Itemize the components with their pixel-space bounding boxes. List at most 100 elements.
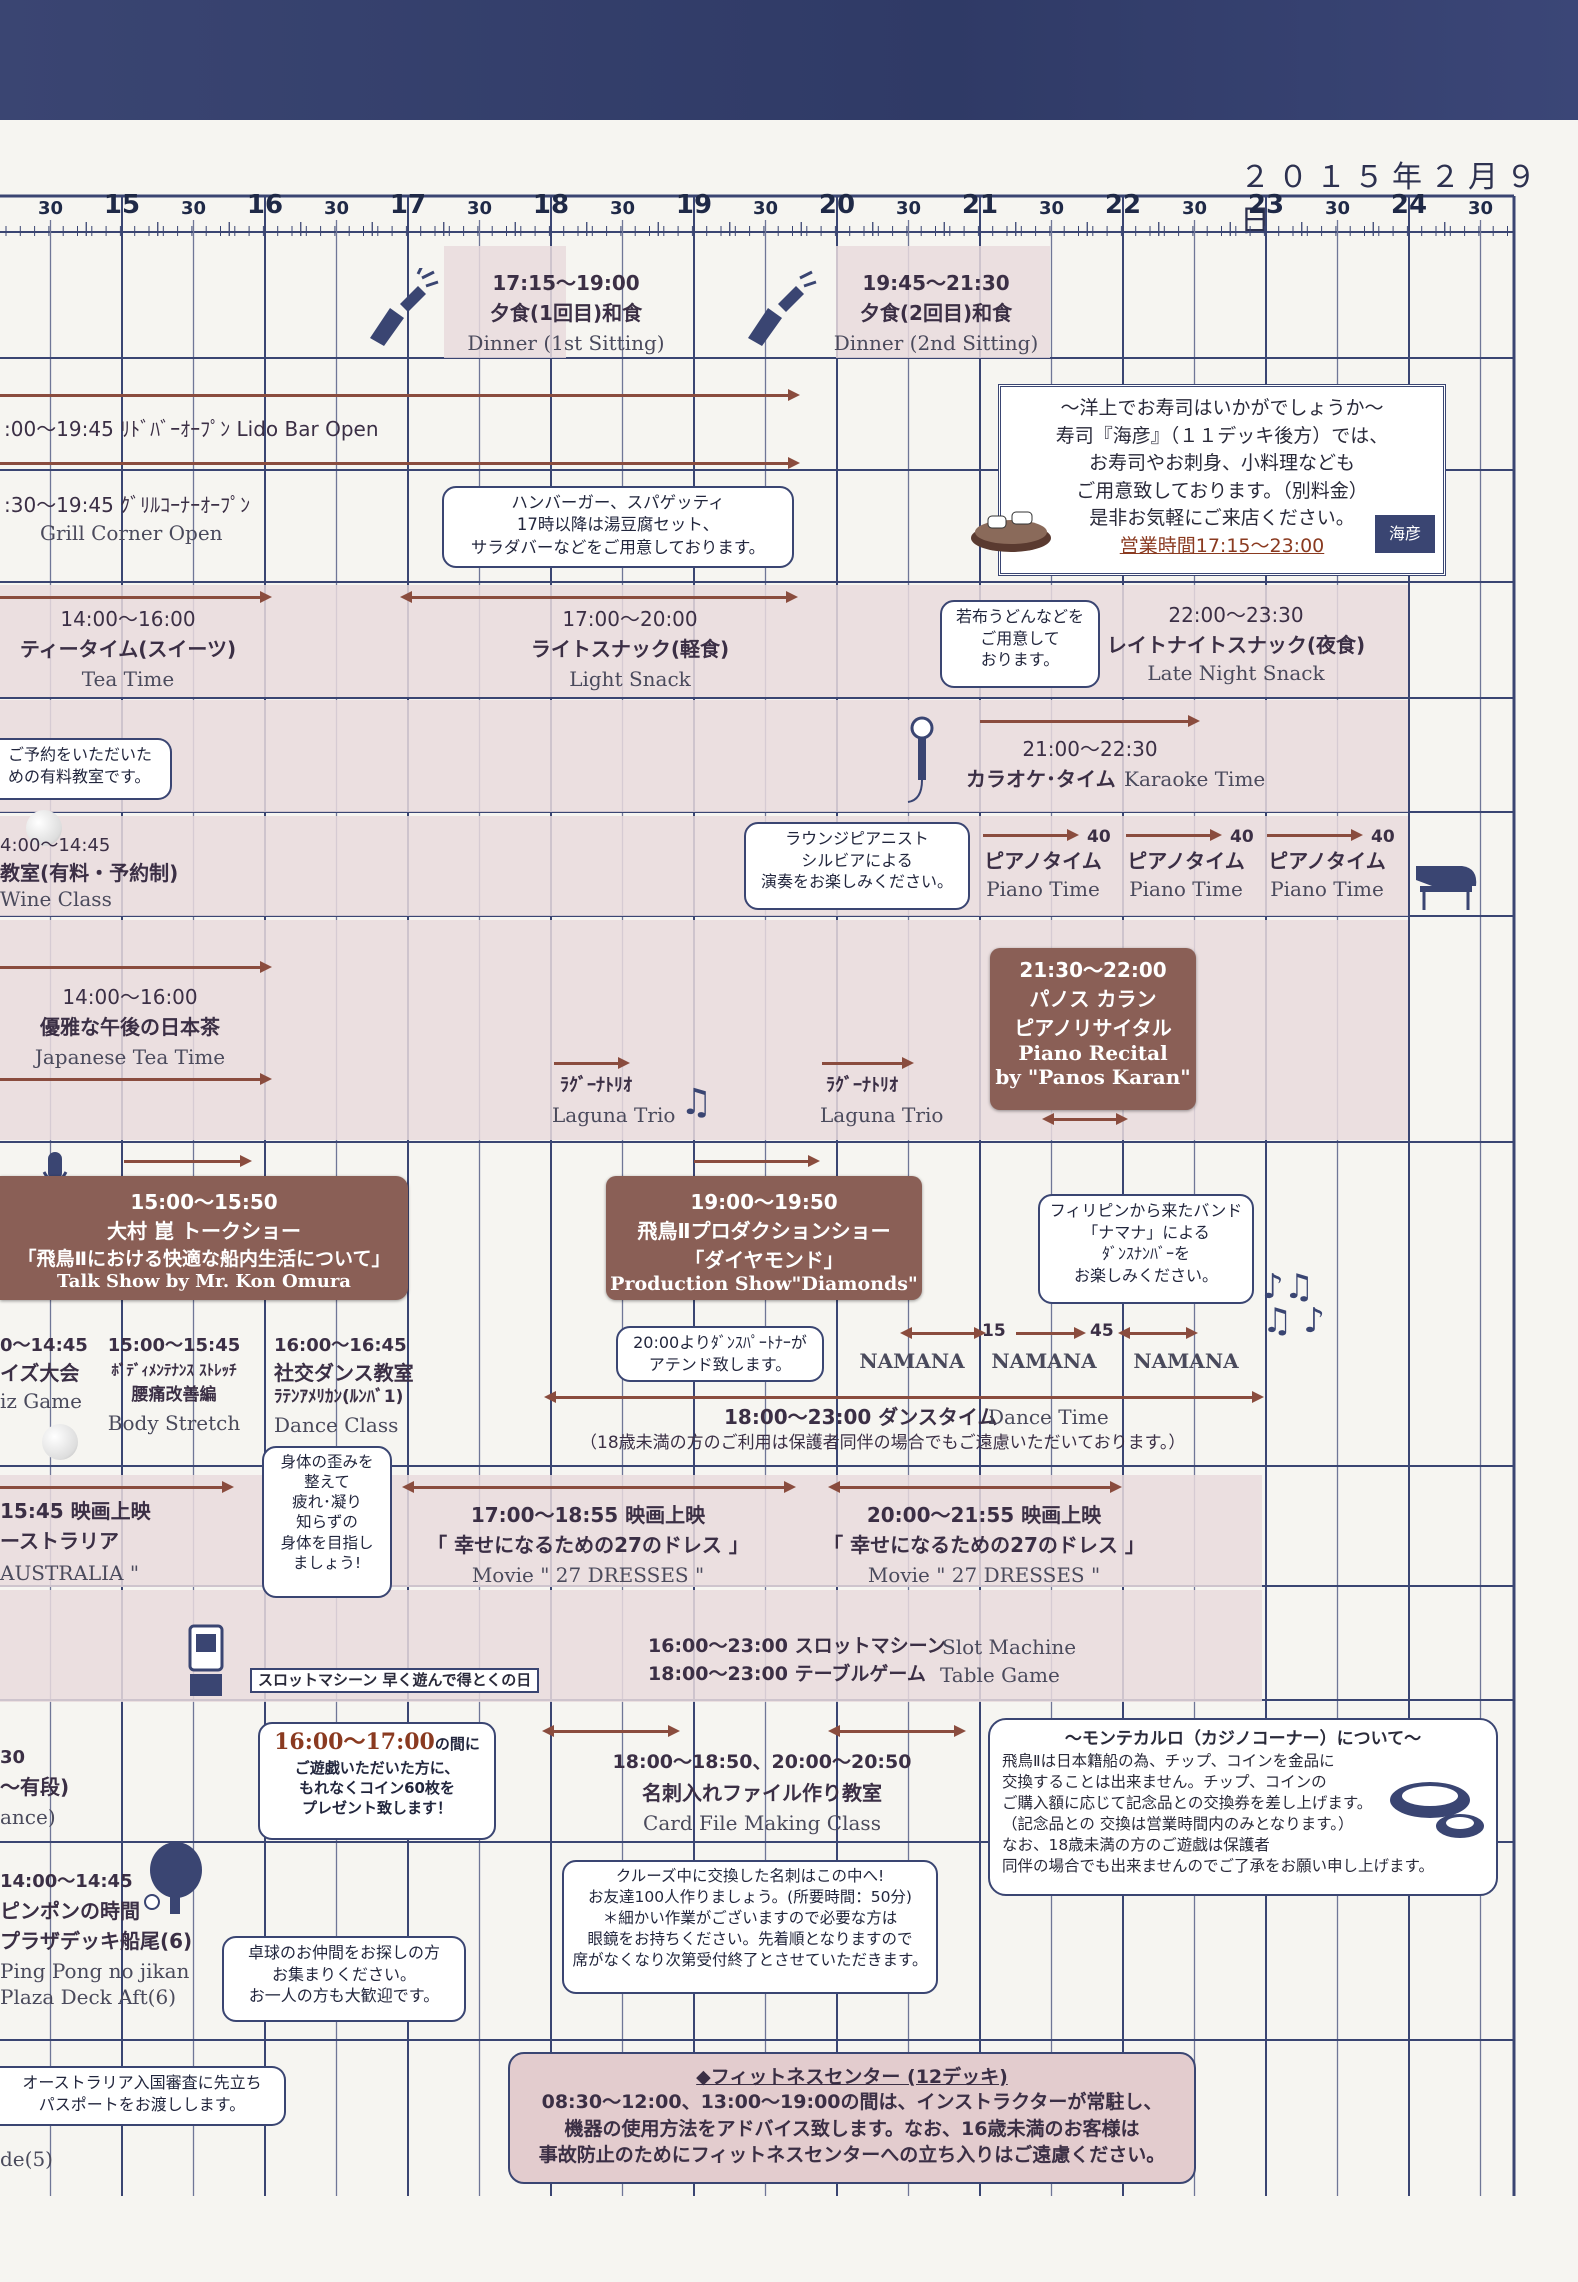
tea-en: Tea Time xyxy=(81,667,175,691)
udon-line3: おります。 xyxy=(980,650,1060,670)
piano-arrow-3 xyxy=(1267,829,1363,841)
partner-bubble: 20:00よりﾀﾞﾝｽﾊﾟｰﾄﾅｰが アテンド致します。 xyxy=(616,1326,824,1382)
grand-piano-icon xyxy=(1412,856,1482,916)
burger-bubble-line2: 17時以降は湯豆腐セット、 xyxy=(516,515,720,535)
jtea-en: Japanese Tea Time xyxy=(34,1045,226,1069)
piano-mark-3: 40 xyxy=(1371,827,1395,847)
piano-mark-1: 40 xyxy=(1087,827,1111,847)
talk-line2: 「飛鳥Ⅱにおける快適な船内生活について」 xyxy=(17,1248,391,1270)
piano-title-3: ピアノタイム xyxy=(1268,849,1386,873)
talk-arrow xyxy=(124,1155,252,1167)
casino-title: ～モンテカルロ（カジノコーナー）について～ xyxy=(1064,1729,1422,1749)
movie2-time: 17:00～18:55 映画上映 xyxy=(470,1503,706,1527)
half-hour-label: 30 xyxy=(180,198,207,219)
jtea-time: 14:00～16:00 xyxy=(62,985,198,1009)
namana-line4: お楽しみください。 xyxy=(1073,1265,1218,1285)
namana-mark-45: 45 xyxy=(1090,1321,1114,1341)
dancetime-label: 18:00～23:00 ダンスタイム xyxy=(724,1405,998,1429)
piano-en-1: Piano Time xyxy=(986,877,1100,901)
laguna2-en: Laguna Trio xyxy=(820,1103,944,1127)
dance-time: 16:00～16:45 xyxy=(274,1335,407,1356)
body-line6: ましょう! xyxy=(292,1553,362,1572)
sushi-line2: 寿司『海彦』（１１デッキ後方）では、 xyxy=(1055,424,1389,447)
half-hour-label: 30 xyxy=(752,198,779,219)
champagne-icon-2 xyxy=(738,268,818,352)
talk-line1: 大村 崑 トークショー xyxy=(107,1219,301,1243)
passport-bubble: オーストラリア入国審査に先立ち パスポートをお渡しします。 xyxy=(0,2066,286,2126)
fitness-box: ◆フィットネスセンター (12デッキ) 08:30～12:00、13:00～19… xyxy=(508,2052,1196,2184)
tea-time: 14:00～16:00 xyxy=(60,607,196,631)
casino-line4: （記念品との 交換は営業時間内のみとなります。） xyxy=(1002,1814,1354,1833)
grill-label: :30～19:45 ｸﾞﾘﾙｺｰﾅｰｵｰﾌﾟﾝ xyxy=(4,493,251,517)
half-hour-label: 30 xyxy=(37,198,64,219)
card-line1: クルーズ中に交換した名刺はこの中へ! xyxy=(615,1867,885,1885)
slot-line1: 16:00～23:00 スロットマシーン xyxy=(648,1635,946,1657)
schedule-date: ２０１５年２月９日 xyxy=(1240,160,1544,239)
movie2-en: Movie " 27 DRESSES " xyxy=(471,1563,705,1587)
movie-row-shade xyxy=(0,1475,1262,1587)
fitness-line1: 08:30～12:00、13:00～19:00の間は、インストラクターが常駐し、 xyxy=(541,2091,1163,2113)
half-hour-label: 30 xyxy=(466,198,493,219)
sushi-line5: 是非お気軽にご来店ください。 xyxy=(1089,507,1355,530)
slot-machine-icon xyxy=(188,1624,224,1704)
card2-arrow xyxy=(828,1725,966,1737)
grill-en: Grill Corner Open xyxy=(40,521,223,545)
recital-line2: ピアノリサイタル xyxy=(1014,1016,1172,1040)
grill-arrow xyxy=(0,457,800,469)
left-class-line2: ～有段) xyxy=(0,1775,70,1799)
partner-line2: アテンド致します。 xyxy=(648,1354,792,1374)
quiz-en: iz Game xyxy=(0,1389,82,1413)
recital-line1: パノス カラン xyxy=(1029,987,1157,1011)
hour-label-19: 19 xyxy=(675,190,713,220)
jtea-arrow-bottom xyxy=(0,1073,272,1085)
talk-box: 15:00～15:50 大村 崑 トークショー 「飛鳥Ⅱにおける快適な船内生活に… xyxy=(0,1176,408,1300)
piano-title-2: ピアノタイム xyxy=(1127,849,1245,873)
casino-line3: ご購入額に応じて記念品との交換券を差し上げます。 xyxy=(1002,1793,1373,1812)
stretch-en: Body Stretch xyxy=(107,1411,241,1435)
dinner1-shade xyxy=(444,246,566,358)
karaoke-title: カラオケ･タイム xyxy=(966,767,1116,791)
hour-label-16: 16 xyxy=(246,190,284,220)
pong-line1: 卓球のお仲間をお探しの方 xyxy=(247,1943,440,1962)
burger-bubble-line3: サラダバーなどをご用意しております。 xyxy=(470,537,766,557)
piano-en-2: Piano Time xyxy=(1129,877,1243,901)
body-line2: 整えて xyxy=(304,1473,350,1492)
casino-line5: なお、18歳未満の方のご遊戯は保護者 xyxy=(1002,1835,1270,1854)
half-hour-label: 30 xyxy=(1038,198,1065,219)
card-title: 名刺入れファイル作り教室 xyxy=(642,1781,882,1805)
pingpong-line4: Plaza Deck Aft(6) xyxy=(0,1985,177,2009)
partner-line1: 20:00よりﾀﾞﾝｽﾊﾟｰﾄﾅｰが xyxy=(633,1333,807,1352)
namana-bubble: フィリピンから来たバンド 「ナマナ」による ﾀﾞﾝｽﾅﾝﾊﾞｰを お楽しみくださ… xyxy=(1038,1194,1254,1304)
passport-line1: オーストラリア入国審査に先立ち xyxy=(22,2073,262,2092)
card1-arrow xyxy=(542,1725,680,1737)
slot-day-line3: もれなくコイン60枚を xyxy=(299,1778,455,1797)
movie3-arrow xyxy=(828,1481,1122,1493)
slot-day-time: 16:00～17:00 xyxy=(274,1729,435,1755)
wine-en: Wine Class xyxy=(0,887,112,911)
body-line3: 疲れ･凝り xyxy=(292,1493,362,1512)
movie1-time: 15:45 映画上映 xyxy=(0,1499,151,1523)
production-box: 19:00～19:50 飛鳥Ⅱプロダクションショー 「ダイヤモンド」 Produ… xyxy=(606,1176,922,1300)
dinner2-time: 19:45～21:30 xyxy=(862,271,1010,295)
hour-label-15: 15 xyxy=(103,190,141,220)
pingpong-line1: ピンポンの時間 xyxy=(0,1899,140,1923)
dinner2-en: Dinner (2nd Sitting) xyxy=(833,331,1039,355)
movie1-title: ーストラリア xyxy=(0,1529,119,1553)
namana1-arrow xyxy=(900,1327,986,1339)
talk-line3: Talk Show by Mr. Kon Omura xyxy=(57,1271,351,1292)
recital-line4: by "Panos Karan" xyxy=(995,1065,1191,1089)
casino-chips-icon xyxy=(1390,1782,1484,1838)
movie1-en: AUSTRALIA " xyxy=(0,1561,140,1585)
quiz-time: 0～14:45 xyxy=(0,1335,88,1356)
body-line5: 身体を目指し xyxy=(280,1533,374,1552)
karaoke-en: Karaoke Time xyxy=(1124,767,1266,791)
hour-label-21: 21 xyxy=(961,190,999,220)
white-ball-marker-2 xyxy=(42,1424,78,1460)
namana-line3: ﾀﾞﾝｽﾅﾝﾊﾞｰを xyxy=(1101,1244,1190,1264)
udon-bubble: 若布うどんなどを ご用意して おります。 xyxy=(940,600,1100,688)
fitness-line3: 事故防止のためにフィットネスセンターへの立ち入りはご遠慮ください。 xyxy=(538,2144,1166,2167)
talk-time: 15:00～15:50 xyxy=(130,1190,278,1214)
namana3-arrow xyxy=(1118,1327,1198,1339)
production-arrow xyxy=(694,1155,820,1167)
music-notes-icon-2: ♪♫♫ ♪ xyxy=(1262,1267,1325,1341)
